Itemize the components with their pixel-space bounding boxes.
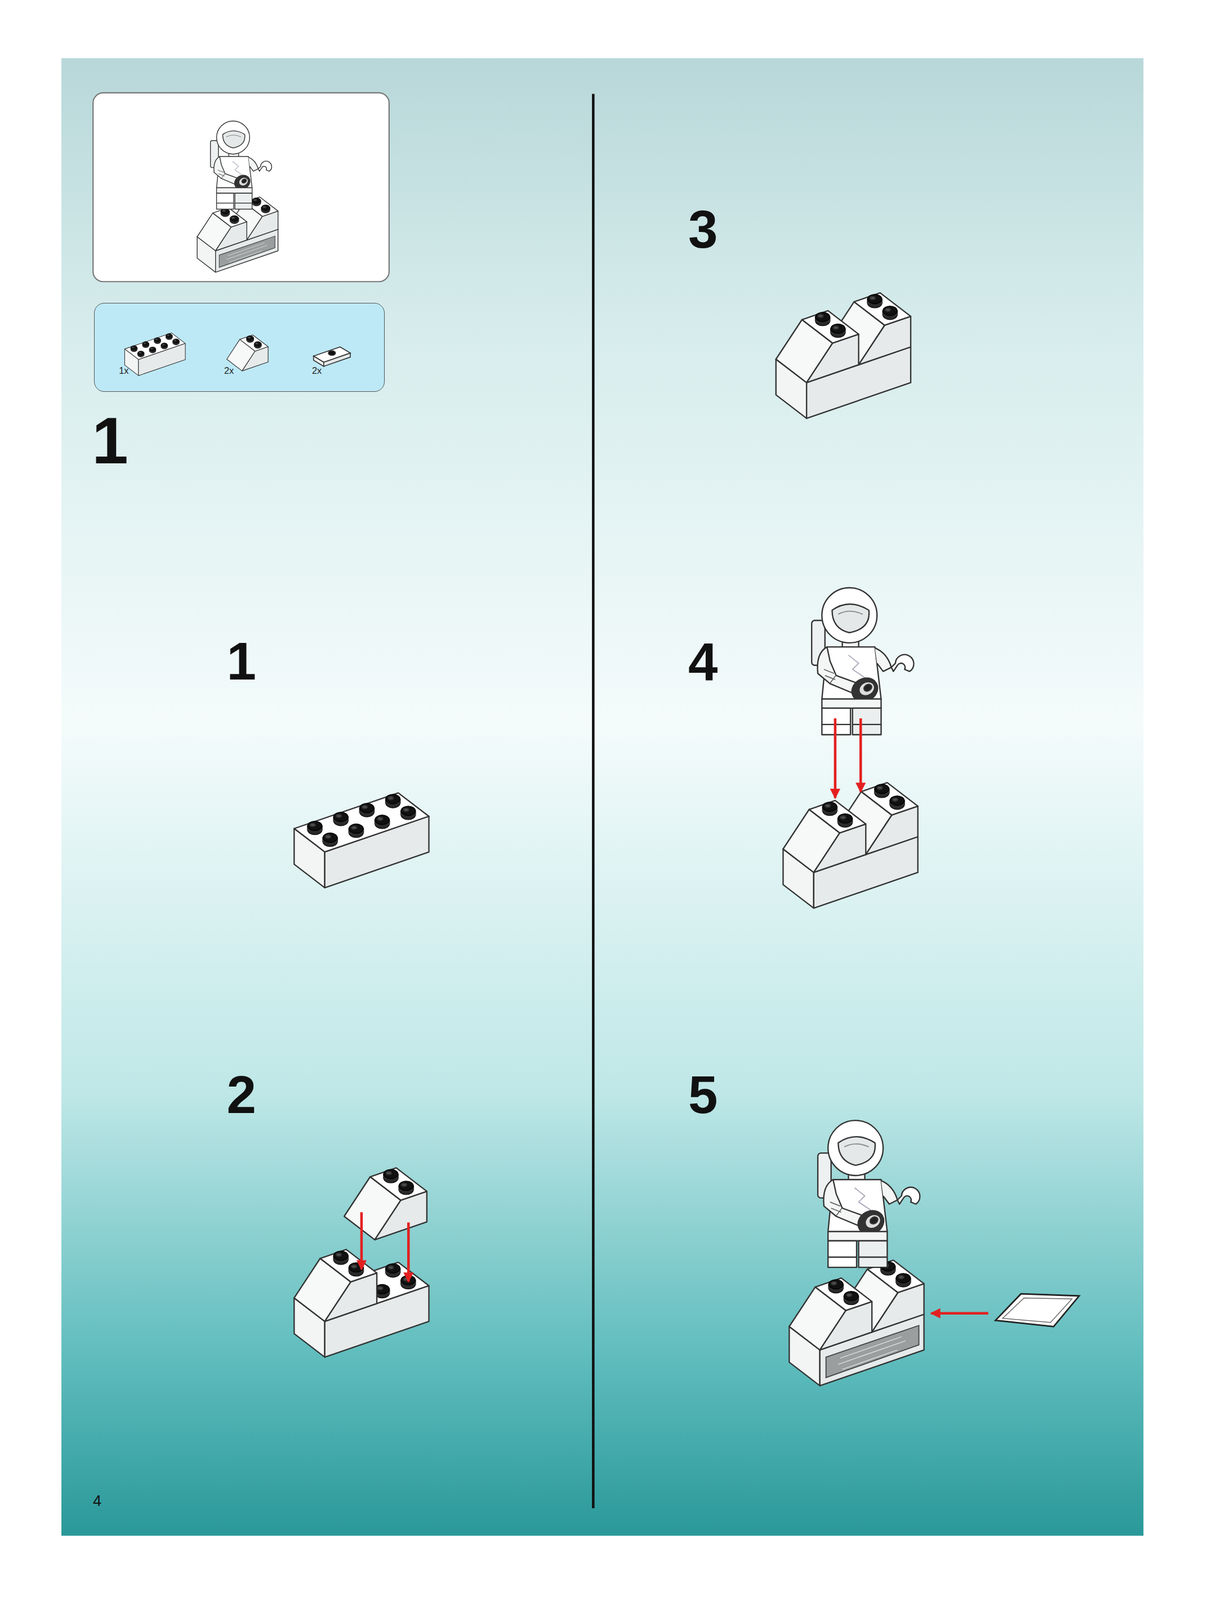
step4-figure	[811, 587, 914, 735]
part-count: 1x	[118, 366, 129, 376]
step2-placed-slope	[293, 1249, 377, 1322]
step4-arrows	[835, 718, 861, 799]
step-number: 1	[91, 408, 129, 474]
model-preview-box	[92, 92, 390, 282]
step2-new-slope	[344, 1168, 427, 1241]
step-number: 3	[688, 203, 718, 257]
step-number: 1	[226, 635, 256, 689]
loose-sticker	[995, 1294, 1080, 1327]
part-brick	[124, 332, 186, 376]
page-number: 4	[92, 1493, 102, 1509]
step4-base	[782, 782, 918, 909]
part-count: 2x	[224, 366, 234, 376]
preview-figure	[210, 121, 273, 210]
parts-callout: 1x 2x 2x	[94, 303, 386, 392]
step5-base	[789, 1260, 924, 1387]
step-number: 2	[226, 1068, 256, 1122]
step1-brick	[293, 792, 429, 889]
page-ground	[61, 58, 1144, 1537]
parts-panel-fill	[94, 303, 386, 392]
part-jumper-plate	[313, 346, 351, 367]
step-number: 5	[688, 1068, 718, 1122]
step5-arrow	[930, 1312, 989, 1316]
column-divider	[591, 94, 595, 1509]
step2-arrows	[361, 1212, 409, 1282]
step3-base	[776, 292, 911, 419]
step5-figure	[817, 1120, 920, 1268]
step-number: 4	[688, 635, 718, 689]
part-count: 2x	[312, 366, 322, 376]
